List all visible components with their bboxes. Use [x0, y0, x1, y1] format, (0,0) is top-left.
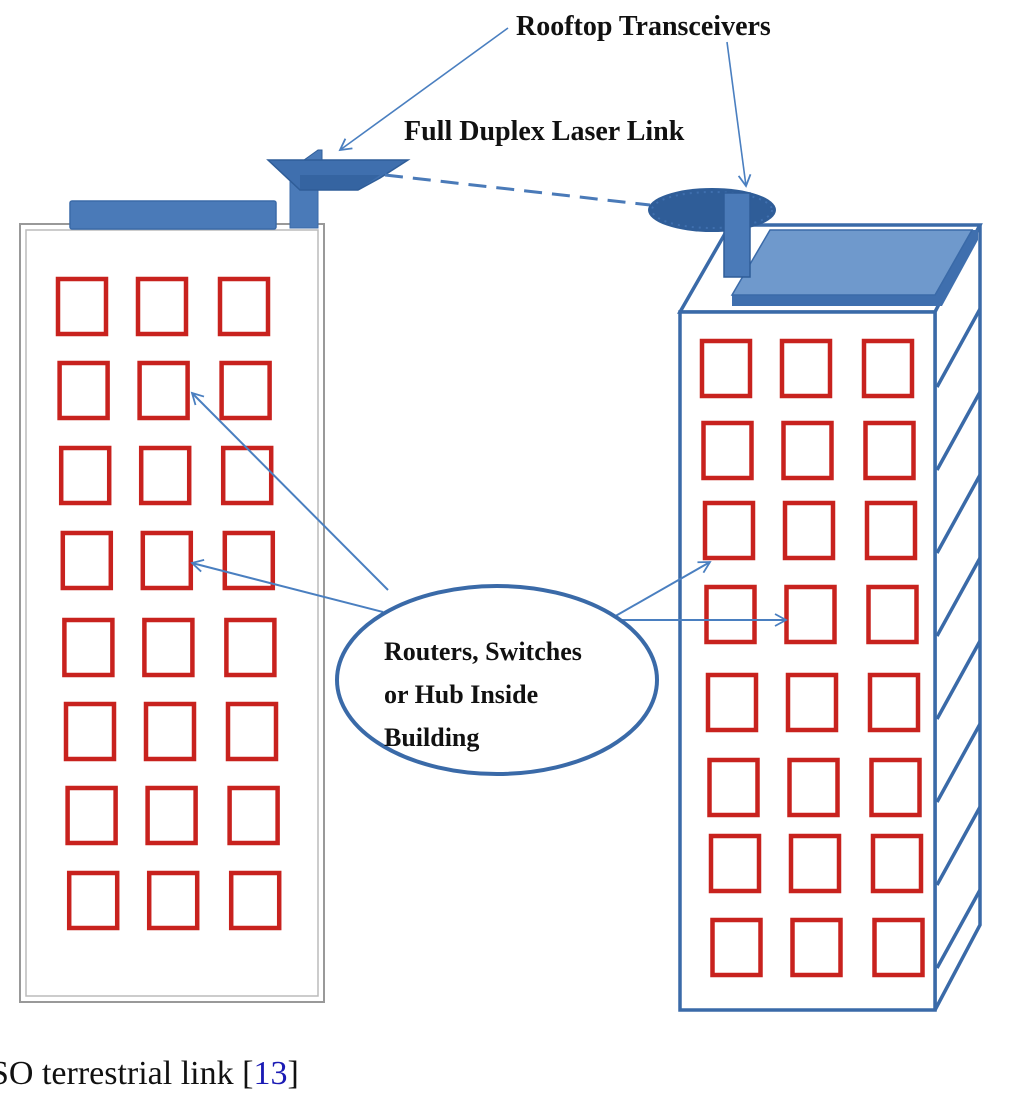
left-building-window [62, 617, 115, 678]
left-building-window [63, 701, 117, 762]
right-building-side-wall [933, 224, 982, 1011]
right-building-window [707, 757, 760, 818]
right-building-window [867, 672, 921, 733]
right-building-window [869, 757, 922, 818]
side-wall-stripe [935, 308, 982, 388]
right-rooftop-transceiver [648, 188, 776, 278]
right-building-window [705, 672, 759, 733]
side-wall-stripe [935, 889, 982, 969]
right-building-window [864, 500, 918, 561]
left-building [19, 200, 325, 1003]
side-wall-stripe [935, 557, 982, 637]
right-building-window [787, 757, 840, 818]
left-building-window [227, 785, 280, 846]
left-building-window [219, 360, 272, 421]
laser-link-label: Full Duplex Laser Link [404, 116, 685, 147]
side-wall-stripe [935, 806, 982, 886]
caption-close: ] [287, 1055, 299, 1092]
left-building-window [65, 785, 118, 846]
arrow-to-right-transceiver [726, 41, 752, 188]
right-building-window [702, 500, 756, 561]
right-building-window [872, 917, 925, 978]
right-rooftop-panel [730, 229, 974, 296]
left-building-window [57, 360, 110, 421]
arrow-to-right-window-upper [611, 561, 712, 619]
left-building-window [222, 530, 276, 591]
right-building-window [710, 917, 763, 978]
arrow-to-left-window-lower [190, 559, 384, 613]
right-building-window [781, 420, 834, 481]
right-building-front-wall [678, 310, 937, 1012]
arrow-to-left-window-upper [190, 391, 389, 591]
right-transceiver-body [648, 188, 776, 232]
right-building-window [861, 338, 915, 399]
right-building-window [782, 500, 836, 561]
right-building-window [863, 420, 916, 481]
ellipse-label-line-2: or Hub Inside [384, 680, 538, 709]
right-building-window [704, 584, 757, 645]
left-building-window [142, 617, 195, 678]
left-rooftop-transceiver [266, 149, 411, 229]
ellipse-label-line-3: Building [384, 723, 479, 752]
side-wall-stripe [935, 640, 982, 720]
right-building-side-stripes [935, 308, 982, 969]
right-building-window [870, 833, 924, 894]
network-devices-ellipse [335, 584, 659, 776]
left-building-window [58, 445, 112, 506]
arrow-to-left-transceiver [338, 27, 509, 152]
right-building-window [790, 917, 843, 978]
left-building-window [217, 276, 271, 337]
rooftop-transceivers-label: Rooftop Transceivers [516, 11, 771, 42]
left-building-window [228, 870, 282, 931]
left-building-window [60, 530, 114, 591]
left-building-window [146, 870, 200, 931]
left-building-window [135, 276, 189, 337]
right-building-window [701, 420, 754, 481]
right-building [676, 223, 983, 1012]
left-rooftop-panel [69, 200, 277, 230]
side-wall-stripe [935, 474, 982, 554]
left-building-window [145, 785, 198, 846]
figure-caption: SO terrestrial link [13] [0, 1055, 299, 1093]
left-building-window [137, 360, 190, 421]
right-building-window [788, 833, 842, 894]
right-building-window [699, 338, 753, 399]
left-building-inner-wall [25, 229, 319, 997]
right-building-window [866, 584, 919, 645]
left-building-window [224, 617, 277, 678]
left-building-window [138, 445, 192, 506]
citation-link[interactable]: 13 [253, 1055, 288, 1092]
left-building-window [225, 701, 279, 762]
right-transceiver-mast [723, 192, 751, 278]
left-building-window [143, 701, 197, 762]
left-building-window [55, 276, 109, 337]
right-building-window [779, 338, 833, 399]
left-building-windows [55, 276, 282, 931]
right-building-window [708, 833, 762, 894]
laser-link-dashed-line [384, 173, 651, 207]
side-wall-stripe [935, 391, 982, 471]
side-wall-stripe [935, 723, 982, 803]
right-building-window [785, 672, 839, 733]
left-building-window [66, 870, 120, 931]
ellipse-label-line-1: Routers, Switches [384, 637, 582, 666]
caption-text: SO terrestrial link [ [0, 1055, 254, 1092]
